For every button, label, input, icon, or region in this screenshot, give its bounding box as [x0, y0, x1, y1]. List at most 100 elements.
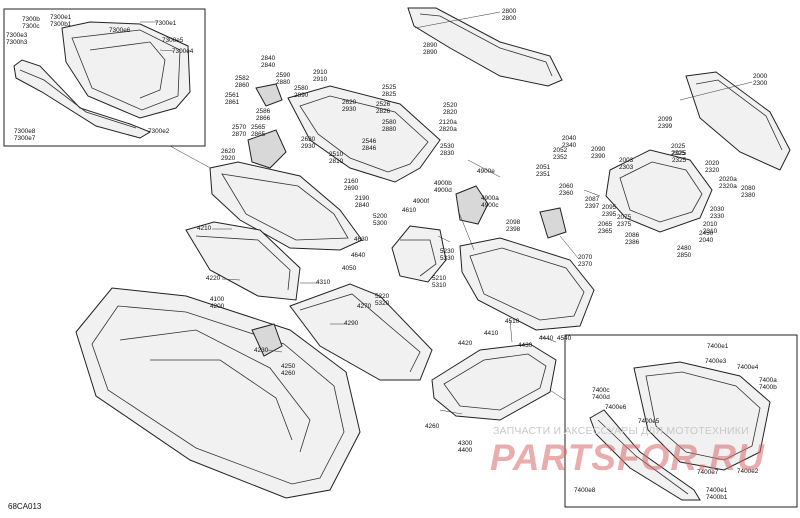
- callout-label: 4420: [458, 340, 473, 347]
- callout-label: 4640: [351, 252, 366, 259]
- callout-label: 7300e6: [109, 27, 131, 34]
- callout-label: 7400e8: [574, 487, 596, 494]
- callout-label: 4290: [344, 320, 359, 327]
- watermark-logo: PARTSFOR.RU: [490, 437, 765, 478]
- watermark-text: ЗАПЧАСТИ И АКСЕССУАРЫ ДЛЯ МОТОТЕХНИКИ: [493, 425, 749, 437]
- door-assembly-right: [539, 71, 791, 239]
- callout-label: 4440: [539, 335, 554, 342]
- callout-label: 7400e2: [737, 468, 759, 475]
- door-frame-left: [247, 83, 441, 183]
- callout-label: 7300e2: [148, 128, 170, 135]
- lower-center-panels: [289, 237, 595, 381]
- callout-label: 4540: [557, 335, 572, 342]
- callout-label: 4610: [402, 207, 417, 214]
- step-panel: [431, 343, 557, 421]
- callout-label: 4260: [425, 423, 440, 430]
- diagram-code: 68CA013: [8, 502, 42, 511]
- callout-label: 4430: [518, 342, 533, 349]
- callout-label: 7400e6: [605, 404, 627, 411]
- callout-label: 7400e7: [697, 469, 719, 476]
- inset-door-net: [13, 21, 191, 139]
- lower-door-panel: [75, 287, 361, 499]
- callout-label: 4220: [206, 275, 221, 282]
- callout-label: 7300e4: [172, 48, 194, 55]
- bottom-right-inset-frame: [564, 334, 798, 508]
- callout-label: 4410: [484, 330, 499, 337]
- callout-label: 4900f: [413, 198, 429, 205]
- callout-label: 7400e4: [737, 364, 759, 371]
- door-net-panel: [185, 161, 363, 301]
- callout-label: 7400e5: [638, 418, 660, 425]
- callout-label: 7300e1: [155, 20, 177, 27]
- callout-label: 4310: [316, 279, 331, 286]
- upper-door-panel: [407, 7, 563, 87]
- leader-lines: [140, 11, 753, 415]
- center-brackets: [391, 185, 489, 283]
- callout-label: 4050: [342, 265, 357, 272]
- callout-label: 7400e3: [705, 358, 727, 365]
- callout-label: 4270: [357, 303, 372, 310]
- callout-label: 7400e1: [707, 343, 729, 350]
- callout-label: 4630: [354, 236, 369, 243]
- top-left-inset-frame: [3, 8, 206, 147]
